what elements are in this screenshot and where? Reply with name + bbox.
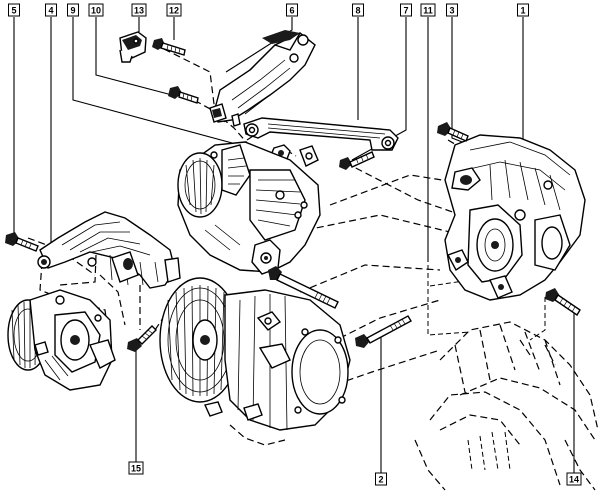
callout-11: 11 (420, 3, 436, 17)
callout-6: 6 (286, 3, 298, 17)
callout-box-5 (8, 3, 20, 17)
callout-box-9 (67, 3, 79, 17)
part-7-bolt (339, 151, 375, 170)
bracket-bolt (437, 122, 469, 142)
callout-4: 4 (45, 3, 57, 17)
callout-box-1 (517, 3, 529, 17)
callout-label-1: 1 (520, 6, 525, 16)
callout-box-3 (446, 3, 458, 17)
callout-label-4: 4 (48, 6, 53, 16)
callout-label-14: 14 (569, 475, 579, 485)
callout-label-5: 5 (11, 6, 16, 16)
ac-compressor (159, 277, 351, 446)
callout-15: 15 (128, 461, 144, 475)
callout-label-6: 6 (289, 6, 294, 16)
callout-14: 14 (566, 472, 582, 486)
part-10-bolt (168, 86, 199, 104)
callout-label-12: 12 (169, 6, 179, 16)
alternator (177, 141, 321, 275)
part-8-tie-bar (243, 117, 399, 151)
callout-box-11 (420, 3, 436, 17)
part-12-bolt (152, 38, 186, 56)
callout-1: 1 (517, 3, 529, 17)
callout-box-7 (400, 3, 412, 17)
callout-label-8: 8 (355, 6, 360, 16)
callout-box-15 (128, 461, 144, 475)
part-2-long-bolt (355, 315, 412, 348)
callout-7: 7 (400, 3, 412, 17)
callout-label-11: 11 (423, 6, 433, 16)
part-14-bolt (545, 288, 581, 316)
callout-box-13 (131, 3, 147, 17)
part-4-left-bracket (37, 211, 181, 289)
callout-box-6 (286, 3, 298, 17)
callout-box-4 (45, 3, 57, 17)
part-5-bolt (5, 232, 39, 252)
callout-2: 2 (375, 472, 387, 486)
callout-box-12 (166, 3, 182, 17)
callout-5: 5 (8, 3, 20, 17)
power-steering-pump (7, 289, 116, 391)
callout-label-3: 3 (449, 6, 454, 16)
callout-box-8 (352, 3, 364, 17)
callout-8: 8 (352, 3, 364, 17)
callout-13: 13 (131, 3, 147, 17)
callout-12: 12 (166, 3, 182, 17)
callout-box-2 (375, 472, 387, 486)
callout-label-15: 15 (131, 464, 141, 474)
part-6-upper-bracket (209, 30, 316, 127)
leader-lines (13, 17, 575, 473)
callout-label-10: 10 (91, 6, 101, 16)
engine-block (414, 321, 599, 491)
part-11-long-bolt (268, 266, 339, 309)
callout-9: 9 (67, 3, 79, 17)
part-15-bolt (127, 325, 157, 352)
callout-label-2: 2 (378, 475, 383, 485)
callout-label-7: 7 (403, 6, 408, 16)
part-1-main-bracket (444, 134, 586, 301)
callout-box-14 (566, 472, 582, 486)
callout-10: 10 (88, 3, 104, 17)
callout-label-13: 13 (134, 6, 144, 16)
callout-box-10 (88, 3, 104, 17)
callout-label-9: 9 (70, 6, 75, 16)
part-13-clip (119, 31, 147, 63)
callout-3: 3 (446, 3, 458, 17)
